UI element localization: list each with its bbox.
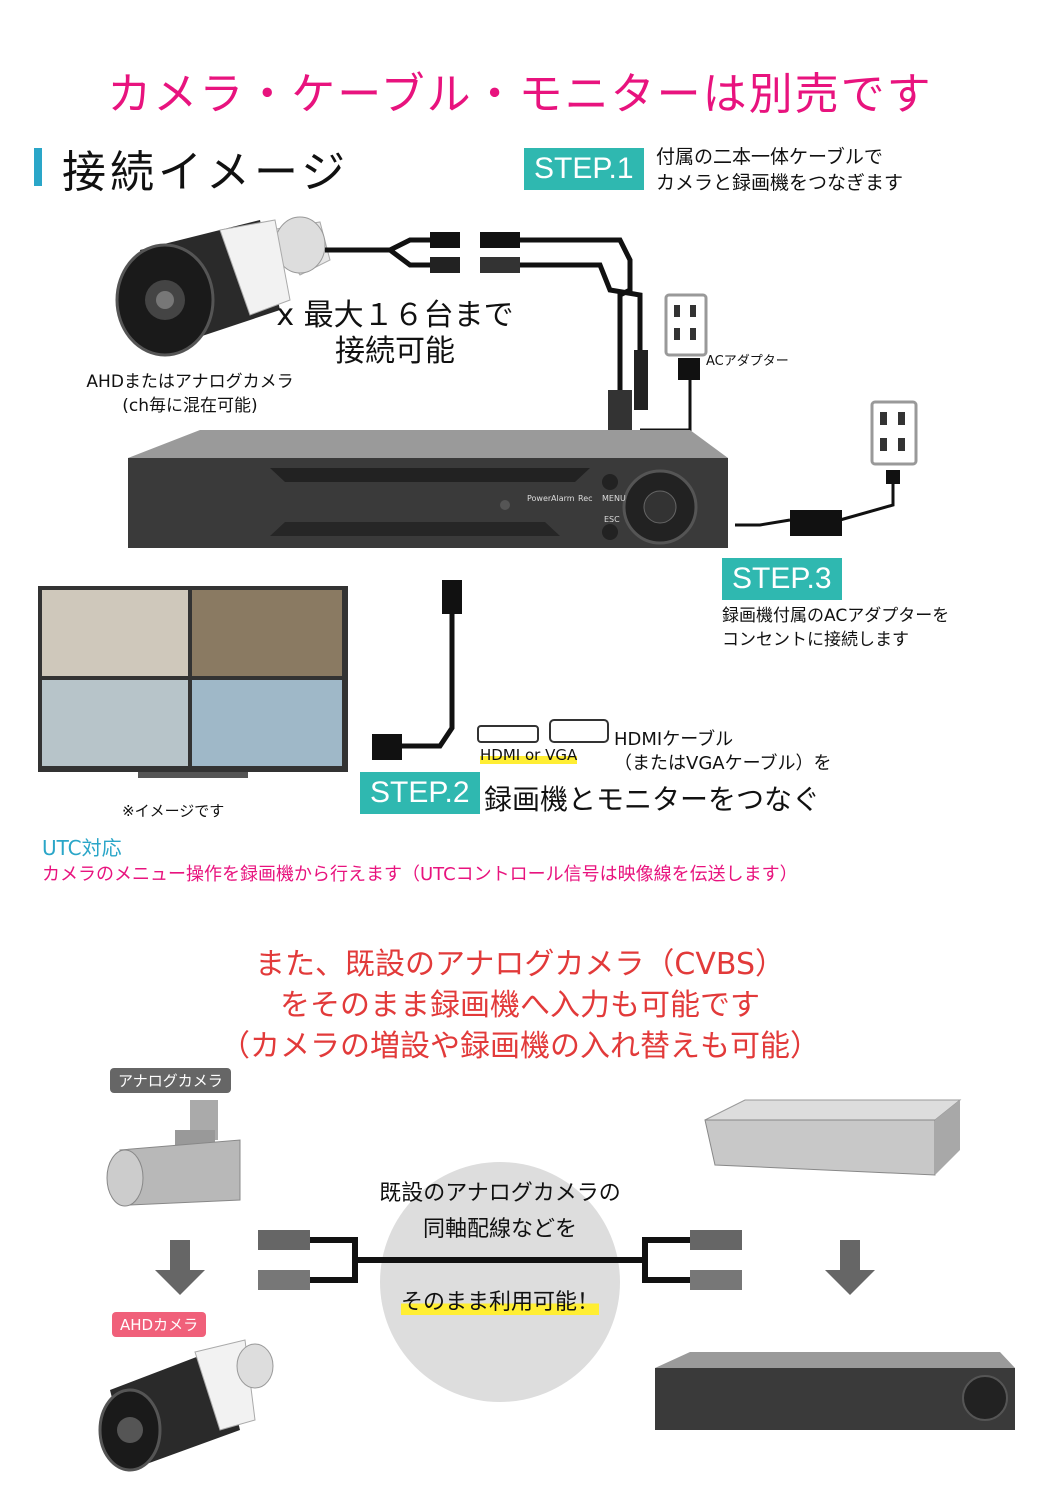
step1-line2: カメラと録画機をつなぎます [656, 172, 904, 194]
bottom-text: 既設のアナログカメラの 同軸配線などを [340, 1176, 660, 1248]
hdmi-label-text: HDMI or VGA [480, 746, 578, 764]
dvr-alarm-label: Alarm [551, 494, 575, 503]
analog-dvr-icon [704, 1099, 962, 1176]
dvr-recorder [128, 430, 728, 548]
adapter-label: ACアダプター [706, 354, 789, 369]
arrow-down-icon [825, 1240, 875, 1295]
coax-cable [310, 1237, 690, 1283]
dc-plug-icon [430, 232, 460, 248]
analog-camera-icon [106, 1100, 241, 1207]
step3-badge: STEP.3 [722, 558, 842, 600]
utc-title: UTC対応 [42, 836, 122, 860]
dvr-menu-label: MENU [602, 494, 626, 503]
highlight-circle [380, 1162, 620, 1402]
arrow-down-icon [155, 1240, 205, 1295]
lower-headline-line3: （カメラの増設や録画機の入れ替えも可能） [220, 1029, 820, 1064]
camera-count: x 最大１６台まで 接続可能 [250, 298, 540, 370]
ac-adapter-icon [678, 358, 700, 380]
bnc-plug-icon [430, 257, 460, 273]
bottom-text-line2: 同軸配線などを [422, 1217, 577, 1242]
ac-adapter-icon [790, 510, 842, 536]
ahd-camera-tag: AHDカメラ [112, 1312, 207, 1337]
step2-text: 録画機とモニターをつなぐ [484, 783, 821, 816]
dvr-recorder [655, 1352, 1015, 1430]
hdmi-text-line1: HDMIケーブル [614, 729, 734, 750]
analog-camera-tag: アナログカメラ [110, 1068, 231, 1093]
dvr-esc-label: ESC [604, 515, 620, 524]
lower-headline-line2: をそのまま録画機へ入力も可能です [280, 988, 760, 1023]
siamese-cable [325, 237, 643, 400]
bottom-text-line1: 既設のアナログカメラの [379, 1181, 621, 1206]
connection-diagram [115, 216, 918, 548]
ahd-camera-icon [98, 1339, 274, 1472]
hdmi-cable [372, 580, 609, 760]
camera-count-line1: x 最大１６台まで [276, 298, 514, 333]
lower-headline-line1: また、既設のアナログカメラ（CVBS） [255, 947, 785, 982]
vga-port-icon [549, 719, 609, 743]
step1-text: 付属の二本一体ケーブルで カメラと録画機をつなぎます [656, 144, 903, 196]
bottom-text-line3: そのまま利用可能！ [400, 1290, 599, 1315]
step3-line1: 録画機付属のACアダプターを [722, 606, 950, 626]
section-title: 接続イメージ [62, 147, 350, 198]
monitor-image [38, 586, 348, 778]
step3-text: 録画機付属のACアダプターを コンセントに接続します [722, 604, 949, 652]
hdmi-label: HDMI or VGA [478, 746, 579, 764]
hdmi-port-icon [477, 725, 539, 743]
utc-text: カメラのメニュー操作を録画機から行えます（UTCコントロール信号は映像線を伝送し… [42, 864, 798, 885]
monitor-caption: ※イメージです [122, 802, 225, 820]
camera-caption-line2: (ch毎に混在可能) [122, 396, 258, 416]
hdmi-text: HDMIケーブル （またはVGAケーブル）を [614, 728, 832, 776]
section-bar [34, 148, 42, 186]
step3-line2: コンセントに接続します [722, 630, 909, 650]
dvr-power-label: Power [527, 494, 552, 503]
outlet-icon [664, 293, 708, 357]
lower-diagram [98, 1099, 1015, 1472]
bottom-highlight: そのまま利用可能！ [340, 1284, 660, 1316]
outlet-icon [870, 400, 918, 466]
power-plug-icon [886, 470, 900, 484]
step2-badge: STEP.2 [360, 772, 480, 814]
hdmi-text-line2: （またはVGAケーブル）を [614, 753, 832, 774]
dvr-rec-label: Rec [578, 494, 593, 503]
camera-caption-line1: AHDまたはアナログカメラ [86, 372, 294, 392]
lower-headline: また、既設のアナログカメラ（CVBS） をそのまま録画機へ入力も可能です （カメ… [0, 944, 1040, 1067]
camera-count-line2: 接続可能 [335, 334, 455, 369]
ahd-camera-icon [115, 216, 331, 357]
step1-badge: STEP.1 [524, 148, 644, 190]
headline: カメラ・ケーブル・モニターは別売です [107, 69, 933, 120]
camera-caption: AHDまたはアナログカメラ (ch毎に混在可能) [60, 370, 320, 418]
step1-line1: 付属の二本一体ケーブルで [656, 146, 883, 168]
